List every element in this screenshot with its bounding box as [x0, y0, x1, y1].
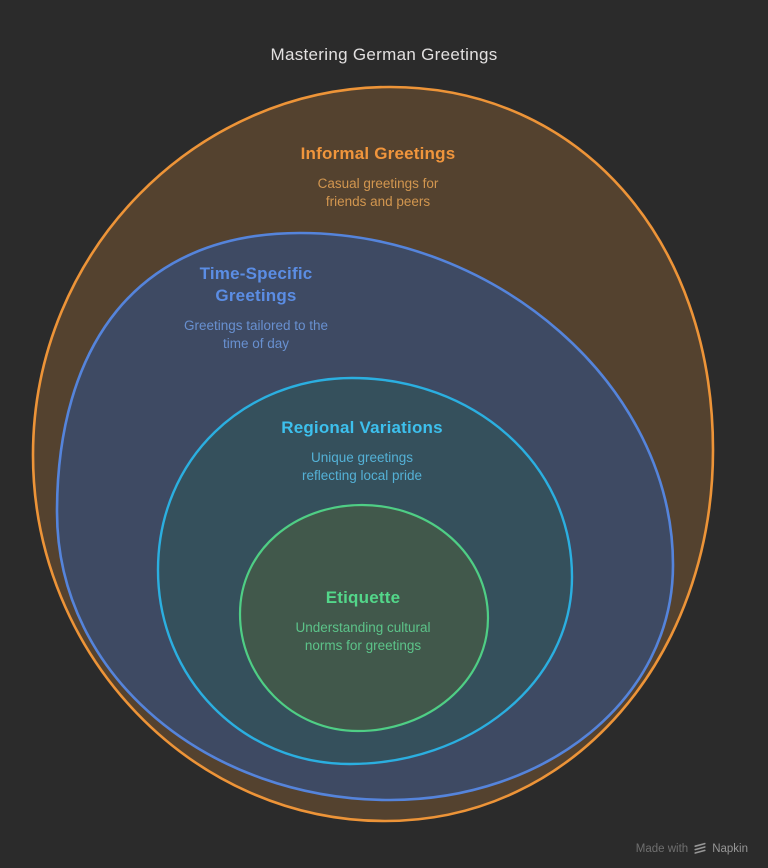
regional-variations-heading: Regional Variations — [281, 417, 443, 439]
heading-line: Regional Variations — [281, 418, 443, 437]
label-etiquette: Etiquette Understanding cultural norms f… — [295, 587, 430, 654]
heading-line: Time-Specific — [199, 264, 313, 283]
desc-line: Casual greetings for — [317, 176, 439, 191]
watermark-brand: Napkin — [712, 842, 748, 855]
napkin-logo-icon — [694, 842, 706, 854]
etiquette-ellipse — [238, 503, 490, 733]
desc-line: time of day — [222, 335, 290, 351]
made-with-napkin-watermark[interactable]: Made with Napkin — [636, 842, 748, 855]
informal-greetings-heading: Informal Greetings — [301, 143, 456, 165]
heading-line: Informal Greetings — [300, 144, 456, 163]
label-time-specific-greetings: Time-Specific Greetings Greetings tailor… — [184, 263, 328, 352]
heading-line: Etiquette — [325, 588, 401, 607]
informal-greetings-description: Casual greetings for friends and peers — [301, 175, 456, 210]
regional-variations-description: Unique greetings reflecting local pride — [281, 449, 443, 484]
desc-line: Greetings tailored to the — [183, 318, 329, 333]
time-specific-greetings-description: Greetings tailored to the time of day — [184, 317, 328, 352]
desc-line: reflecting local pride — [301, 467, 423, 483]
etiquette-heading: Etiquette — [295, 587, 430, 609]
desc-line: Understanding cultural — [295, 620, 431, 635]
desc-line: norms for greetings — [304, 637, 422, 653]
label-regional-variations: Regional Variations Unique greetings ref… — [281, 417, 443, 484]
time-specific-greetings-heading: Time-Specific Greetings — [184, 263, 328, 307]
desc-line: Unique greetings — [310, 450, 414, 465]
desc-line: friends and peers — [325, 193, 431, 209]
heading-line: Greetings — [215, 286, 297, 305]
label-informal-greetings: Informal Greetings Casual greetings for … — [301, 143, 456, 210]
page-title: Mastering German Greetings — [270, 45, 498, 64]
etiquette-description: Understanding cultural norms for greetin… — [295, 619, 430, 654]
watermark-prefix: Made with — [635, 842, 689, 855]
